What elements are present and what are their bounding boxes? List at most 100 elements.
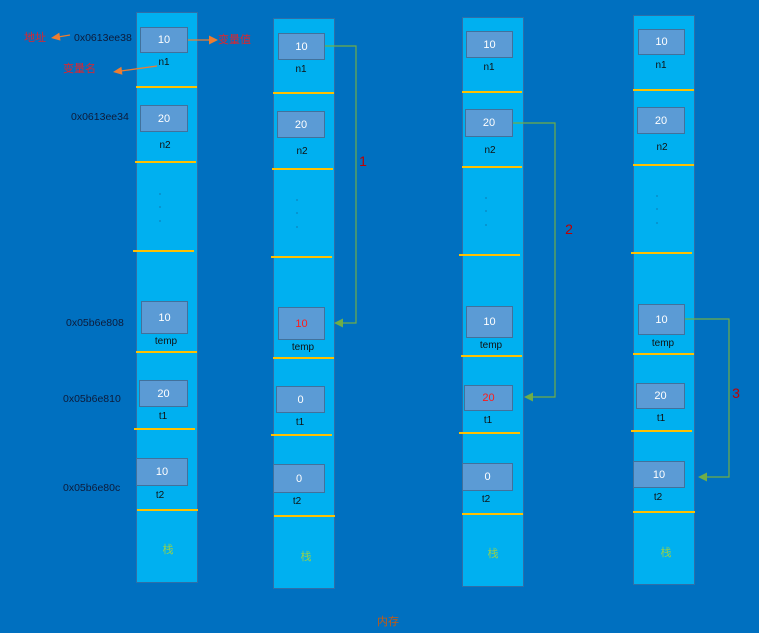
cell-t1-value: 20 bbox=[464, 385, 513, 411]
ellipsis-dot: . bbox=[295, 192, 299, 203]
address-n2: 0x0613ee34 bbox=[71, 111, 129, 123]
var-name-t2: t2 bbox=[292, 496, 302, 507]
step-label-1: 1 bbox=[359, 153, 367, 169]
divider bbox=[272, 168, 333, 170]
memory-label: 内存 bbox=[377, 616, 399, 628]
cell-temp-value: 10 bbox=[638, 304, 685, 335]
annotation-name: 变量名 bbox=[63, 63, 96, 75]
var-name-t2: t2 bbox=[481, 494, 491, 505]
divider bbox=[633, 511, 695, 513]
divider bbox=[461, 355, 522, 357]
stack-column-3 bbox=[462, 17, 524, 587]
address-temp: 0x05b6e808 bbox=[66, 317, 124, 329]
ellipsis-dot: . bbox=[158, 186, 162, 197]
divider bbox=[137, 509, 198, 511]
ellipsis-dot: . bbox=[484, 190, 488, 201]
ellipsis-dot: . bbox=[295, 205, 299, 216]
divider bbox=[136, 86, 197, 88]
cell-t2-value: 10 bbox=[136, 458, 188, 486]
annotation-arrow-name-head bbox=[113, 66, 123, 75]
divider bbox=[459, 432, 520, 434]
stack-label: 栈 bbox=[660, 547, 672, 559]
step-label-2: 2 bbox=[565, 221, 573, 237]
annotation-arrow-address-head bbox=[51, 32, 61, 41]
cell-t2-value: 0 bbox=[273, 464, 325, 493]
cell-t2-value: 0 bbox=[462, 463, 513, 491]
divider bbox=[271, 256, 332, 258]
stack-column-2 bbox=[273, 18, 335, 589]
divider bbox=[135, 161, 196, 163]
divider bbox=[462, 91, 522, 93]
stack-column-1 bbox=[136, 12, 198, 583]
var-name-temp: temp bbox=[479, 340, 503, 351]
var-name-n1: n1 bbox=[295, 64, 307, 75]
cell-n1-value: 10 bbox=[466, 31, 513, 58]
step-arrowhead-2 bbox=[524, 392, 533, 402]
var-name-n2: n2 bbox=[656, 142, 668, 153]
cell-t1-value: 20 bbox=[139, 380, 188, 407]
cell-n2-value: 20 bbox=[465, 109, 513, 137]
step-label-3: 3 bbox=[732, 385, 740, 401]
var-name-t1: t1 bbox=[295, 417, 305, 428]
var-name-n2: n2 bbox=[159, 140, 171, 151]
cell-n1-value: 10 bbox=[638, 29, 685, 55]
cell-n1-value: 10 bbox=[140, 27, 188, 53]
var-name-t2: t2 bbox=[653, 492, 663, 503]
cell-n2-value: 20 bbox=[637, 107, 685, 134]
divider bbox=[273, 92, 334, 94]
cell-t1-value: 0 bbox=[276, 386, 325, 413]
cell-n2-value: 20 bbox=[140, 105, 188, 132]
var-name-n1: n1 bbox=[158, 57, 170, 68]
address-n1: 0x0613ee38 bbox=[74, 32, 132, 44]
address-t2: 0x05b6e80c bbox=[63, 482, 121, 494]
var-name-n1: n1 bbox=[655, 60, 667, 71]
step-arrowhead-1 bbox=[334, 318, 343, 328]
ellipsis-dot: . bbox=[295, 219, 299, 230]
ellipsis-dot: . bbox=[655, 188, 659, 199]
divider bbox=[273, 357, 334, 359]
ellipsis-dot: . bbox=[158, 199, 162, 210]
var-name-temp: temp bbox=[154, 336, 178, 347]
ellipsis-dot: . bbox=[484, 217, 488, 228]
annotation-arrow-value-head bbox=[209, 35, 218, 45]
step-arrowhead-3 bbox=[698, 472, 707, 482]
divider bbox=[271, 434, 332, 436]
address-t1: 0x05b6e810 bbox=[63, 393, 121, 405]
stack-label: 栈 bbox=[300, 551, 312, 563]
var-name-t1: t1 bbox=[656, 413, 666, 424]
divider bbox=[631, 252, 692, 254]
cell-temp-value: 10 bbox=[141, 301, 188, 334]
ellipsis-dot: . bbox=[655, 215, 659, 226]
cell-temp-value: 10 bbox=[278, 307, 325, 340]
cell-n2-value: 20 bbox=[277, 111, 325, 138]
var-name-n2: n2 bbox=[296, 146, 308, 157]
divider bbox=[136, 351, 197, 353]
ellipsis-dot: . bbox=[158, 213, 162, 224]
ellipsis-dot: . bbox=[484, 203, 488, 214]
divider bbox=[462, 166, 522, 168]
var-name-temp: temp bbox=[651, 338, 675, 349]
var-name-temp: temp bbox=[291, 342, 315, 353]
divider bbox=[459, 254, 520, 256]
var-name-t1: t1 bbox=[483, 415, 493, 426]
var-name-n1: n1 bbox=[483, 62, 495, 73]
ellipsis-dot: . bbox=[655, 201, 659, 212]
var-name-n2: n2 bbox=[484, 145, 496, 156]
stack-column-4 bbox=[633, 15, 695, 585]
divider bbox=[274, 515, 335, 517]
cell-t1-value: 20 bbox=[636, 383, 685, 409]
divider bbox=[633, 89, 694, 91]
cell-t2-value: 10 bbox=[633, 461, 685, 488]
annotation-value: 变量值 bbox=[218, 34, 251, 46]
divider bbox=[133, 250, 194, 252]
stack-label: 栈 bbox=[162, 544, 174, 556]
annotation-address: 地址 bbox=[24, 32, 46, 44]
divider bbox=[631, 430, 692, 432]
cell-temp-value: 10 bbox=[466, 306, 513, 338]
divider bbox=[633, 164, 694, 166]
divider bbox=[633, 353, 694, 355]
var-name-t2: t2 bbox=[155, 490, 165, 501]
stack-label: 栈 bbox=[487, 548, 499, 560]
divider bbox=[134, 428, 195, 430]
